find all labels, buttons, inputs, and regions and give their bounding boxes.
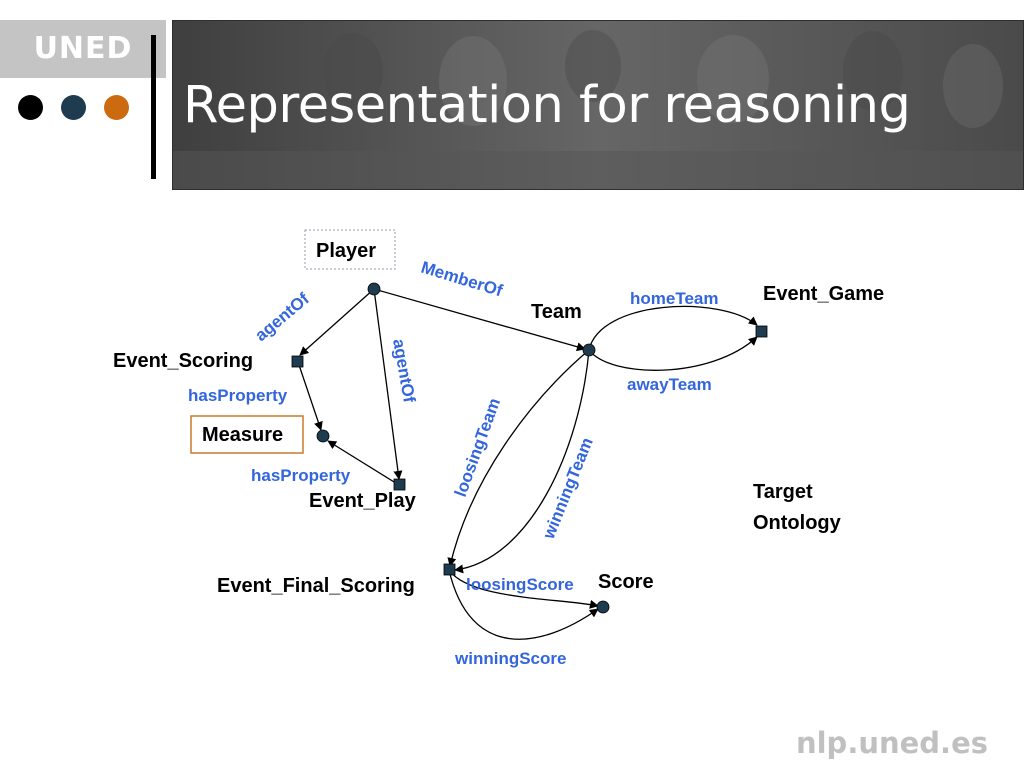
- away-team-label: awayTeam: [627, 375, 712, 394]
- winning-score-label: winningScore: [454, 649, 566, 668]
- measure-label: Measure: [202, 424, 283, 446]
- logo-divider: [151, 35, 156, 179]
- member-of-label: MemberOf: [419, 258, 505, 301]
- logo-background: [0, 20, 166, 78]
- loosing-score-label: loosingScore: [466, 575, 574, 594]
- loosing-team-label: loosingTeam: [451, 396, 504, 500]
- event-final-scoring-node: [443, 563, 456, 576]
- has-property-play-label: hasProperty: [251, 466, 351, 485]
- agent-of-play-label: agentOf: [389, 337, 419, 404]
- edge-agent-of-scoring: [299, 288, 375, 356]
- score-node: [596, 600, 610, 614]
- logo-dot-blue: [61, 95, 86, 120]
- edge-has-property-play: [327, 440, 400, 486]
- event-game-label: Event_Game: [763, 283, 884, 305]
- header-background-photo: [173, 21, 1023, 189]
- event-final-scoring-label: Event_Final_Scoring: [217, 575, 415, 597]
- edge-away-team: [588, 336, 758, 371]
- player-node: [367, 282, 381, 296]
- page-title: Representation for reasoning: [183, 76, 911, 135]
- event-game-node: [755, 325, 768, 338]
- score-label: Score: [598, 571, 654, 593]
- event-scoring-label: Event_Scoring: [113, 350, 253, 372]
- player-label: Player: [316, 240, 376, 262]
- measure-node: [316, 429, 330, 443]
- measure-box: [190, 415, 304, 454]
- edge-loosing-team: [447, 349, 590, 567]
- edge-home-team: [588, 305, 758, 351]
- edge-agent-of-play: [373, 288, 403, 480]
- has-property-scoring-label: hasProperty: [188, 386, 288, 405]
- team-label: Team: [531, 301, 582, 323]
- winning-team-label: winningTeam: [539, 435, 597, 543]
- edge-winning-team: [454, 349, 590, 574]
- edge-winning-score: [448, 569, 599, 640]
- edge-member-of: [373, 288, 586, 352]
- event-play-label: Event_Play: [309, 490, 417, 512]
- caption-line-2: Ontology: [753, 512, 842, 534]
- player-box: [304, 229, 396, 270]
- event-play-node: [393, 478, 406, 491]
- team-node: [582, 343, 596, 357]
- edge-loosing-score: [448, 569, 599, 609]
- edge-has-property-scoring: [297, 361, 323, 431]
- uned-logo: UNED: [33, 31, 133, 66]
- home-team-label: homeTeam: [630, 289, 719, 308]
- header-banner: [172, 20, 1024, 190]
- caption-line-1: Target: [753, 481, 813, 503]
- logo-dot-orange: [104, 95, 129, 120]
- logo-dot-black: [18, 95, 43, 120]
- event-scoring-node: [291, 355, 304, 368]
- footer-website: nlp.uned.es: [795, 726, 988, 760]
- agent-of-scoring-label: agentOf: [251, 289, 313, 345]
